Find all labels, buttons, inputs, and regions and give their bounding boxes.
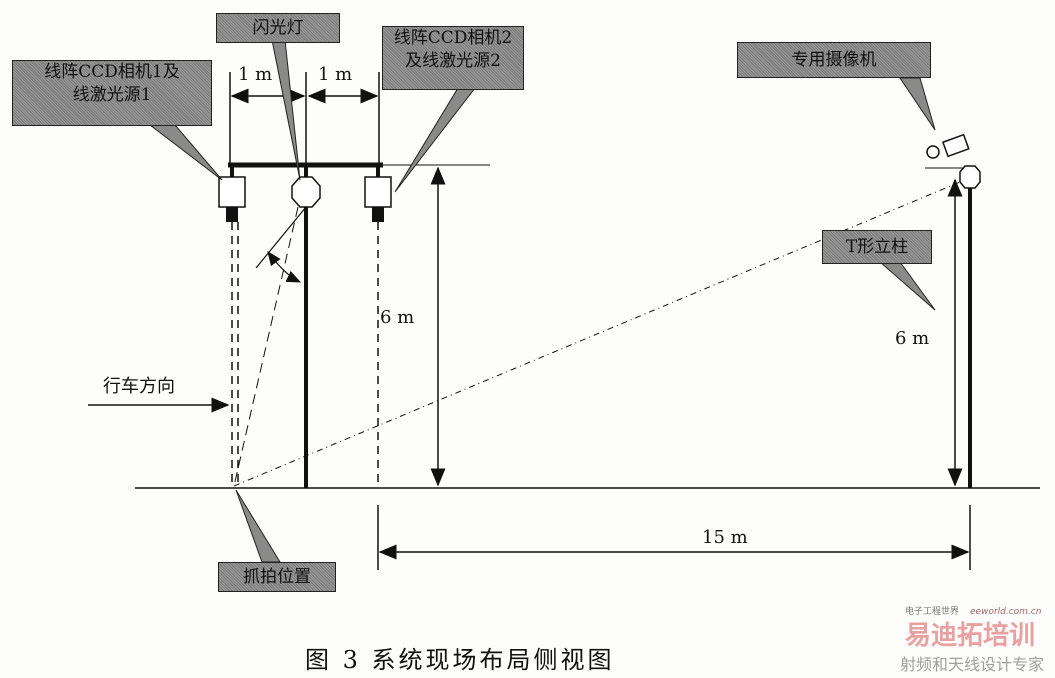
watermark-site-url: eeworld.com.cn: [970, 607, 1042, 617]
callout-camera-1: 线阵CCD相机1及 线激光源1: [12, 60, 212, 126]
callout-special-camera: 专用摄像机: [737, 42, 931, 78]
dim-height-right: 6 m: [895, 328, 930, 349]
camera-view-line: [233, 181, 961, 487]
label-direction: 行车方向: [103, 376, 175, 397]
special-camera-icon: [926, 133, 970, 159]
line-ccd-camera-2: [364, 165, 392, 222]
dim-spacing-left: 1 m: [238, 64, 273, 85]
figure-caption: 图 3 系统现场布局侧视图: [305, 646, 615, 674]
dim-height-left: 6 m: [380, 307, 415, 328]
callout-text: 线激光源1: [72, 85, 152, 105]
dim-spacing-right: 1 m: [318, 64, 353, 85]
flash-lamp: [291, 176, 321, 208]
dim-distance: 15 m: [702, 527, 748, 548]
watermark-slogan: 射频和天线设计专家: [900, 655, 1045, 674]
watermark-brand: 易迪拓培训: [905, 621, 1036, 651]
line-ccd-camera-1: [218, 165, 246, 222]
callout-capture-position: 抓拍位置: [218, 562, 336, 592]
watermark-site-name: 电子工程世界: [905, 607, 960, 617]
callout-t-pole: T形立柱: [822, 230, 932, 264]
callout-camera-2: 线阵CCD相机2 及线激光源2: [382, 26, 524, 90]
callout-text: 线阵CCD相机2: [393, 28, 513, 48]
callout-text: 线阵CCD相机1及: [44, 62, 180, 82]
callout-flash: 闪光灯: [216, 13, 340, 43]
callout-text: 及线激光源2: [405, 51, 501, 71]
